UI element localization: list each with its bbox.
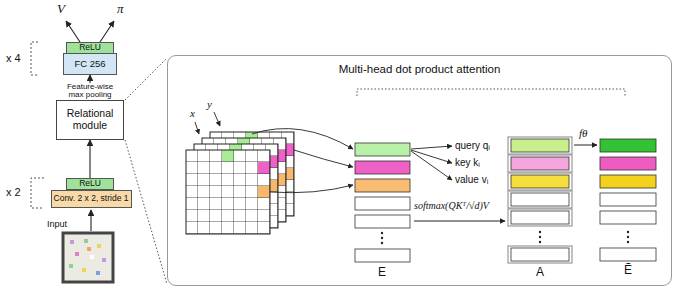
axis-label: y <box>207 98 212 111</box>
matrix-label: Ẽ <box>624 264 632 278</box>
value-label: value vᵢ <box>455 174 488 186</box>
input-arrow <box>90 210 91 231</box>
query-label: query qᵢ <box>455 140 490 152</box>
node-text: Relational module <box>59 108 121 131</box>
output-arrows <box>66 21 114 42</box>
node-text: ReLU <box>79 43 101 52</box>
node-text: Conv. 2 x 2, stride 1 <box>54 194 129 203</box>
axis-label: x <box>190 107 195 120</box>
attention-panel: Multi-head dot product attention <box>167 55 672 286</box>
matrix-label: E <box>378 266 386 280</box>
attention-arrow <box>414 221 505 222</box>
edge-label: Feature-wise max pooling <box>59 83 121 100</box>
entity-arrows <box>252 129 353 193</box>
feature-maps <box>186 132 294 234</box>
mlp-arrow <box>574 145 597 146</box>
repeat-count: x 2 <box>6 186 21 199</box>
flow-arrow <box>89 140 90 178</box>
input-label: Input <box>47 219 67 229</box>
formula: softmax(QKᵀ/√d)V <box>414 200 489 212</box>
ellipsis-dots <box>381 231 629 244</box>
conv-layer-box: Conv. 2 x 2, stride 1 <box>51 190 132 208</box>
output-column <box>600 139 656 261</box>
repeat-brackets <box>31 42 44 208</box>
activation-box: ReLU <box>66 178 114 190</box>
policy-output: π <box>117 2 124 17</box>
key-label: key kᵢ <box>455 157 480 169</box>
repeat-count: x 4 <box>6 52 21 65</box>
activation-box: ReLU <box>66 42 114 54</box>
zoom-lines <box>125 58 167 284</box>
node-text: Multi-head dot product attention <box>339 63 501 76</box>
node-text: FC 256 <box>74 59 105 69</box>
attention-bracket <box>357 89 625 96</box>
entity-column <box>355 143 410 262</box>
node-text: ReLU <box>79 179 101 188</box>
module-box: Relational module <box>56 100 124 140</box>
matrix-label: A <box>536 266 544 280</box>
axis-arrows <box>195 112 220 134</box>
dense-layer-box: FC 256 <box>63 53 117 75</box>
function-label: fθ <box>579 127 587 140</box>
input-image <box>63 233 113 282</box>
value-output: V <box>57 2 65 17</box>
attention-column <box>508 137 572 263</box>
qkv-arrows <box>411 146 452 180</box>
